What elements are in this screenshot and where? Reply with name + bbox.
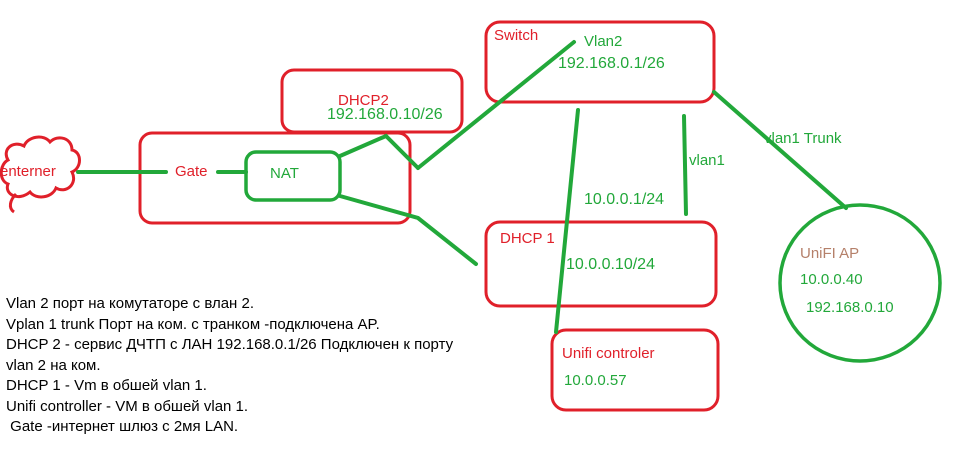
unifi-controller-ip: 10.0.0.57 <box>564 372 627 389</box>
link-nat-dhcp2 <box>338 133 420 170</box>
link-switch-dhcp1-vlan1 <box>682 114 688 216</box>
unifi-controller-box <box>550 328 720 412</box>
link-nat-dhcp1 <box>338 194 478 266</box>
link-switch-unifi-controller <box>554 108 580 334</box>
nat-box <box>244 150 342 202</box>
dhcp1-label: DHCP 1 <box>500 230 555 247</box>
dhcp2-box <box>280 68 464 134</box>
nat-label: NAT <box>270 165 299 182</box>
switch-vlan-label: Vlan2 <box>584 33 623 50</box>
gate-box <box>138 131 412 225</box>
dhcp2-label: DHCP2 <box>338 92 389 109</box>
link-nat-switch <box>416 40 576 170</box>
vlan1-link-ip: 10.0.0.1/24 <box>584 191 665 208</box>
unifi-ap-label: UniFI AP <box>800 245 860 262</box>
internet-label: enterner <box>0 163 56 180</box>
note-line: DHCP 2 - сервис ДЧТП с ЛАН 192.168.0.1/2… <box>6 336 454 353</box>
trunk-link-label: vlan1 Trunk <box>764 130 842 147</box>
note-line: Vlan 2 порт на комутаторе с влан 2. <box>6 295 255 312</box>
unifi-ap-circle <box>778 203 942 363</box>
switch-box <box>484 20 716 104</box>
unifi-ap-ip2: 192.168.0.10 <box>806 299 894 316</box>
link-switch-ap-trunk <box>712 90 848 210</box>
gate-label: Gate <box>175 163 208 180</box>
unifi-controller-label: Unifi controler <box>562 345 655 362</box>
notes-block: Vlan 2 порт на комутаторе с влан 2. Vpla… <box>6 294 453 438</box>
switch-label: Switch <box>494 27 539 44</box>
dhcp2-ip: 192.168.0.10/26 <box>327 106 443 123</box>
dhcp1-ip: 10.0.0.10/24 <box>566 256 655 273</box>
note-line: Vplan 1 trunk Порт на ком. с транком -по… <box>6 315 380 333</box>
internet-cloud-icon <box>0 135 81 199</box>
note-line: Gate -интернет шлюз с 2мя LAN. <box>6 418 239 435</box>
dhcp1-box <box>484 220 718 308</box>
switch-vlan-ip: 192.168.0.1/26 <box>558 55 665 72</box>
note-line: vlan 2 на ком. <box>6 356 101 374</box>
note-line: Unifi controller - VM в обшей vlan 1. <box>6 397 249 415</box>
unifi-ap-ip1: 10.0.0.40 <box>800 271 863 288</box>
note-line: DHCP 1 - Vm в обшей vlan 1. <box>6 377 207 394</box>
vlan1-link-label: vlan1 <box>689 152 725 169</box>
